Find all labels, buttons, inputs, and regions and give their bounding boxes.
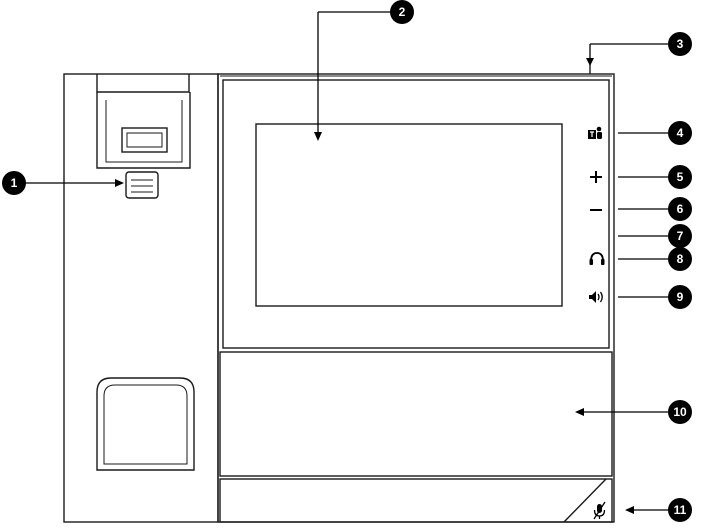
main-unit-frame bbox=[218, 74, 614, 522]
svg-text:7: 7 bbox=[677, 229, 684, 243]
cradle-body bbox=[64, 74, 218, 522]
hook-housing bbox=[97, 92, 190, 168]
callout-9: 9 bbox=[668, 285, 692, 309]
handset-hook bbox=[126, 172, 158, 198]
display-bezel bbox=[223, 80, 609, 348]
cradle-top-notch bbox=[97, 74, 189, 92]
callout-badges: 1 2 3 4 5 6 7 8 9 10 11 bbox=[2, 0, 692, 522]
headset-icon[interactable] bbox=[590, 253, 605, 265]
lower-panel bbox=[220, 352, 612, 476]
svg-text:5: 5 bbox=[677, 170, 684, 184]
svg-text:1: 1 bbox=[11, 176, 18, 190]
callout-2: 2 bbox=[390, 0, 414, 24]
callout-3: 3 bbox=[668, 32, 692, 56]
svg-text:2: 2 bbox=[399, 5, 406, 19]
callout-6: 6 bbox=[668, 197, 692, 221]
callout-11: 11 bbox=[668, 498, 692, 522]
callout-10: 10 bbox=[668, 400, 692, 424]
earpiece-rest bbox=[97, 378, 194, 470]
main-unit bbox=[218, 63, 614, 522]
svg-text:8: 8 bbox=[677, 252, 684, 266]
leader-lines bbox=[25, 12, 668, 514]
svg-text:9: 9 bbox=[677, 290, 684, 304]
svg-text:3: 3 bbox=[677, 37, 684, 51]
svg-text:4: 4 bbox=[677, 126, 684, 140]
callout-5: 5 bbox=[668, 165, 692, 189]
hook-slot-inner bbox=[127, 133, 162, 147]
callout-4: 4 bbox=[668, 121, 692, 145]
teams-icon[interactable] bbox=[588, 127, 602, 139]
hook-slot bbox=[122, 128, 167, 152]
handset-cradle bbox=[64, 74, 218, 522]
svg-text:6: 6 bbox=[677, 202, 684, 216]
callout-7: 7 bbox=[668, 224, 692, 248]
plus-icon[interactable] bbox=[590, 171, 602, 183]
svg-text:10: 10 bbox=[673, 405, 687, 419]
keypad-strip bbox=[220, 479, 612, 522]
callout-8: 8 bbox=[668, 247, 692, 271]
svg-text:11: 11 bbox=[674, 503, 687, 517]
callout-1: 1 bbox=[2, 171, 26, 195]
touch-screen[interactable] bbox=[256, 124, 562, 306]
microphone-mute-icon[interactable] bbox=[594, 502, 605, 519]
speaker-icon[interactable] bbox=[589, 291, 602, 303]
